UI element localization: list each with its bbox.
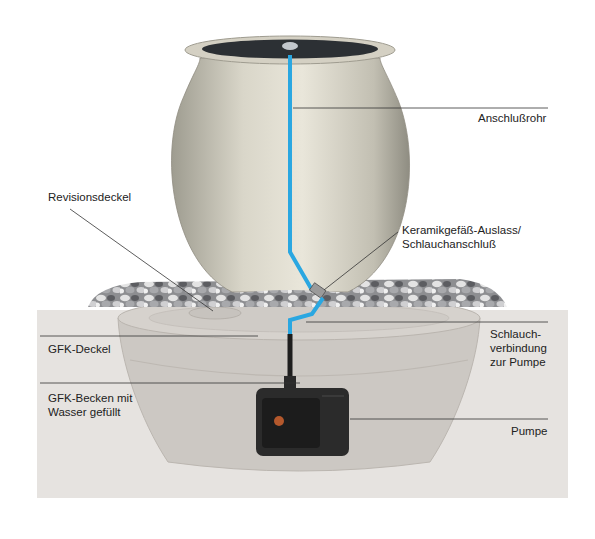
- hose-connector: [309, 283, 326, 298]
- pump-front: [262, 398, 320, 448]
- water-spout: [282, 42, 298, 50]
- part-label: Revisionsdeckel: [48, 190, 158, 204]
- leader-line: [70, 209, 213, 311]
- leader-line: [40, 383, 300, 384]
- pump-body: [256, 388, 349, 456]
- part-label: Keramikgefäß-Auslass/ Schlauchanschluß: [402, 223, 534, 251]
- part-label: Pumpe: [511, 424, 571, 438]
- leader-line: [324, 232, 398, 290]
- gravel-front: [206, 290, 380, 307]
- connection-pipe: [290, 55, 312, 290]
- part-label: Schlauch- verbindung zur Pumpe: [490, 327, 560, 369]
- leader-line: [306, 322, 548, 323]
- leader-line: [40, 336, 258, 337]
- gfk-basin: [118, 318, 480, 471]
- pump-ridge: [322, 395, 344, 397]
- part-label: GFK-Deckel: [48, 342, 148, 356]
- leader-line: [293, 108, 548, 109]
- part-label: Anschlußrohr: [478, 111, 568, 125]
- basin-rim-line: [130, 360, 468, 376]
- part-label: GFK-Becken mit Wasser gefüllt: [48, 391, 148, 419]
- leader-line: [350, 419, 548, 420]
- hose: [290, 298, 323, 334]
- pump-knob: [274, 416, 284, 426]
- revision-cover: [189, 307, 241, 319]
